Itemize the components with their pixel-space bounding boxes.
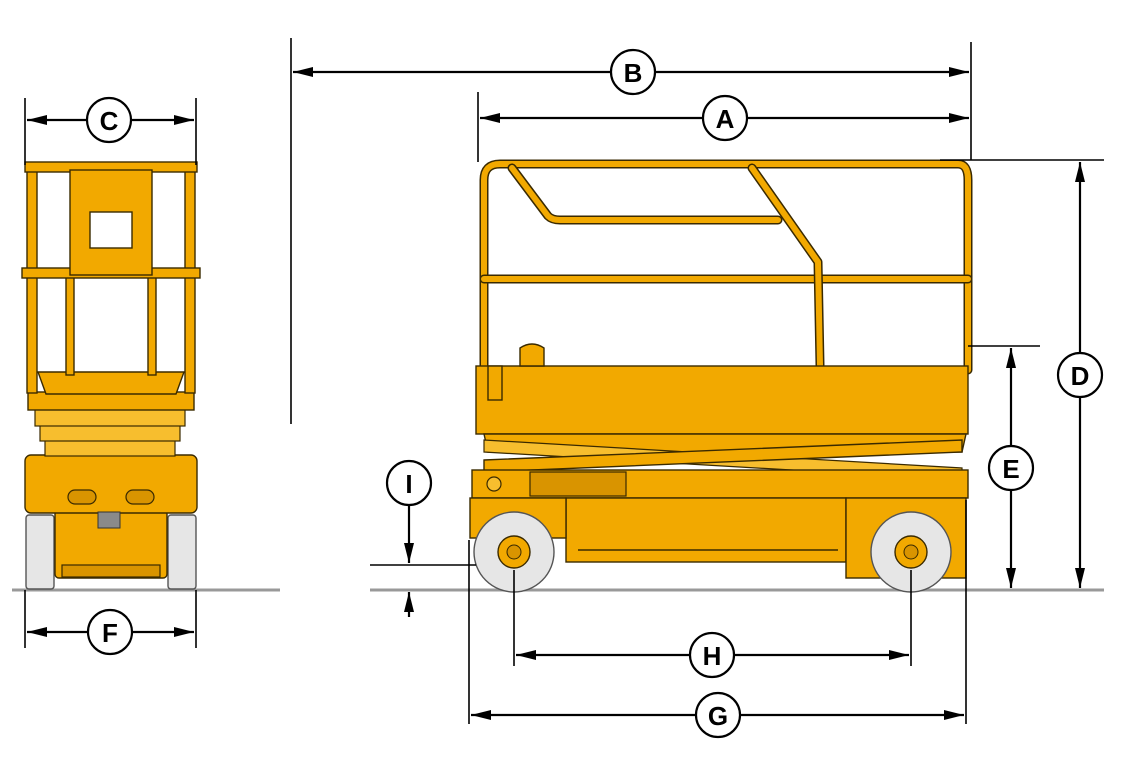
- dimension-callout-f: F: [86, 608, 134, 656]
- dimension-label-f: F: [102, 618, 118, 648]
- side-view-machine: [469, 159, 973, 593]
- dimension-callout-h: H: [688, 631, 736, 679]
- dimension-callout-a: A: [701, 94, 749, 142]
- dimension-label-h: H: [703, 641, 722, 671]
- dimension-label-a: A: [716, 104, 735, 134]
- dimension-label-c: C: [100, 106, 119, 136]
- dimension-label-d: D: [1071, 361, 1090, 391]
- dimension-callout-g: G: [694, 691, 742, 739]
- dimension-label-e: E: [1002, 454, 1019, 484]
- dimension-callout-b: B: [609, 48, 657, 96]
- extension-lines: [24, 38, 1104, 724]
- dimension-callout-e: E: [987, 444, 1035, 492]
- dimension-callout-c: C: [85, 96, 133, 144]
- dimension-label-g: G: [708, 701, 728, 731]
- dimension-callout-d: D: [1056, 351, 1104, 399]
- dimension-label-b: B: [624, 58, 643, 88]
- dimension-callout-i: I: [385, 459, 433, 507]
- dimension-label-i: I: [405, 469, 412, 499]
- front-view-machine: [21, 161, 201, 590]
